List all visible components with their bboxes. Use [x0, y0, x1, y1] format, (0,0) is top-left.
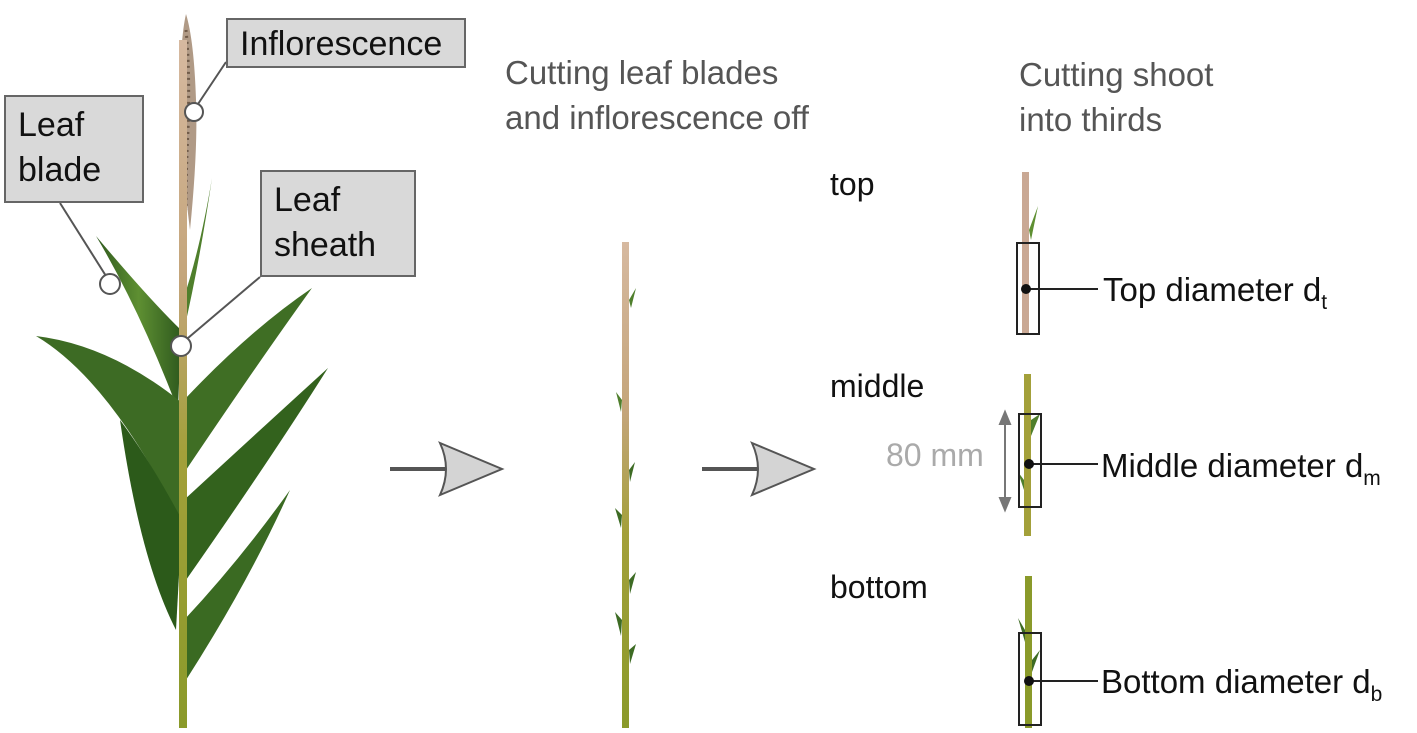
- stripped-shoot: [615, 242, 636, 728]
- top-measure-point: [1021, 284, 1031, 294]
- leaf: [184, 288, 312, 470]
- callout-inflorescence: Inflorescence: [226, 18, 466, 68]
- bottom-diameter-subscript: b: [1370, 683, 1383, 706]
- bottom-measure-point: [1024, 676, 1034, 686]
- top-third-segment: [1016, 172, 1098, 335]
- label-bottom: bottom: [830, 569, 928, 605]
- full-reed-plant: [36, 14, 328, 728]
- leaf: [96, 236, 181, 410]
- middle-diameter-subscript: m: [1363, 467, 1381, 490]
- callout-leaf-blade: Leaf blade: [4, 95, 144, 203]
- top-diameter-subscript: t: [1321, 291, 1328, 314]
- middle-measure-box: [1018, 413, 1042, 508]
- callout-leaf-blade-line2: blade: [18, 151, 102, 189]
- dimension-arrow: [998, 409, 1012, 513]
- step1-caption-line1: Cutting leaf blades: [505, 54, 779, 91]
- dimension-label: 80 mm: [886, 437, 984, 473]
- stem: [179, 40, 187, 728]
- callout-inflorescence-label: Inflorescence: [240, 25, 443, 63]
- bottom-third-segment: [1018, 576, 1098, 728]
- callout-leaf-sheath-line2: sheath: [274, 226, 377, 264]
- callout-leaf-sheath-line1: Leaf: [274, 181, 341, 219]
- middle-third-segment: [998, 374, 1098, 536]
- middle-diameter-text: Middle diameter d: [1101, 447, 1364, 484]
- middle-measure-point: [1024, 459, 1034, 469]
- leaf: [184, 490, 290, 680]
- arrow-step-2: [702, 441, 817, 497]
- bottom-measure-box: [1018, 632, 1042, 726]
- label-top: top: [830, 166, 875, 202]
- step2-caption: Cutting shoot into thirds: [1019, 52, 1213, 142]
- step2-caption-line1: Cutting shoot: [1019, 56, 1214, 93]
- bottom-diameter-text: Bottom diameter d: [1101, 663, 1371, 700]
- bottom-diameter-label: Bottom diameter db: [1101, 662, 1382, 705]
- arrow-step-1: [390, 441, 505, 497]
- leaf: [184, 368, 328, 580]
- step1-caption-line2: and inflorescence off: [505, 99, 809, 136]
- label-middle: middle: [830, 368, 925, 404]
- leaf: [36, 336, 181, 520]
- top-diameter-label: Top diameter dt: [1103, 270, 1327, 313]
- top-diameter-text: Top diameter d: [1103, 271, 1322, 308]
- leaf: [183, 178, 212, 330]
- middle-diameter-label: Middle diameter dm: [1101, 446, 1381, 489]
- leaf: [120, 420, 182, 630]
- callout-leaders: [59, 61, 261, 357]
- callout-leaf-blade-line1: Leaf: [18, 106, 85, 144]
- callout-leaf-sheath: Leaf sheath: [260, 170, 416, 277]
- step1-caption: Cutting leaf blades and inflorescence of…: [505, 50, 809, 140]
- step2-caption-line2: into thirds: [1019, 101, 1163, 138]
